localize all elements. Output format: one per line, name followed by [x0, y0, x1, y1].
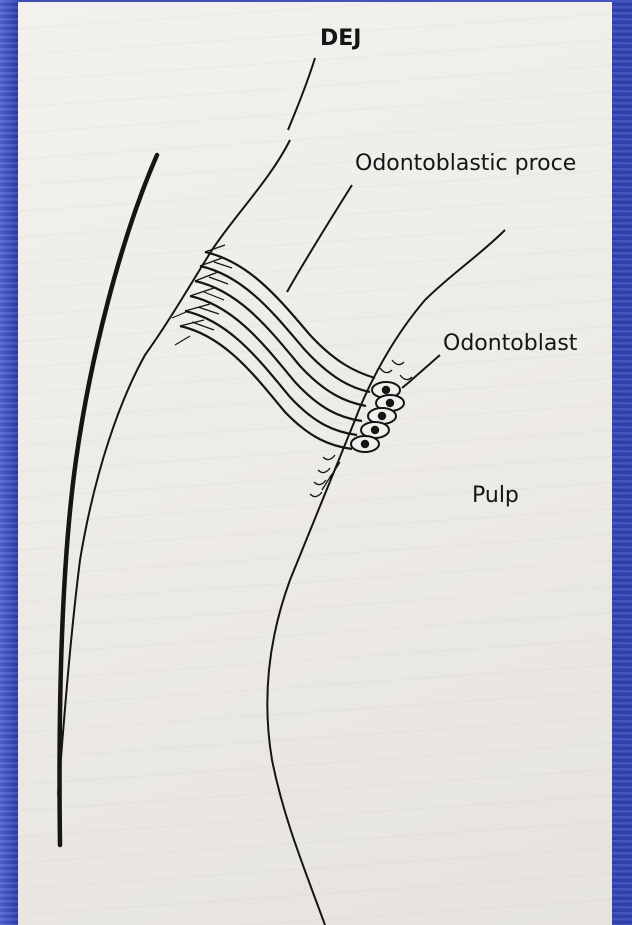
label-dej: DEJ [320, 26, 361, 51]
odontoblastic-process-leader [287, 185, 352, 292]
label-pulp: Pulp [472, 483, 519, 508]
odontoblast-leader [402, 355, 440, 388]
dej-line [58, 140, 290, 795]
odontoblastic-processes [172, 245, 375, 449]
enamel-outer-line [60, 155, 157, 845]
tooth-diagram: DEJ Odontoblastic proce Odontoblast Pulp [18, 2, 612, 925]
label-odontoblastic-process: Odontoblastic proce [355, 151, 576, 176]
odontoblast-cells [351, 382, 404, 452]
dej-leader [288, 58, 315, 130]
label-odontoblast: Odontoblast [443, 331, 578, 356]
diagram-photo: DEJ Odontoblastic proce Odontoblast Pulp [18, 2, 612, 925]
